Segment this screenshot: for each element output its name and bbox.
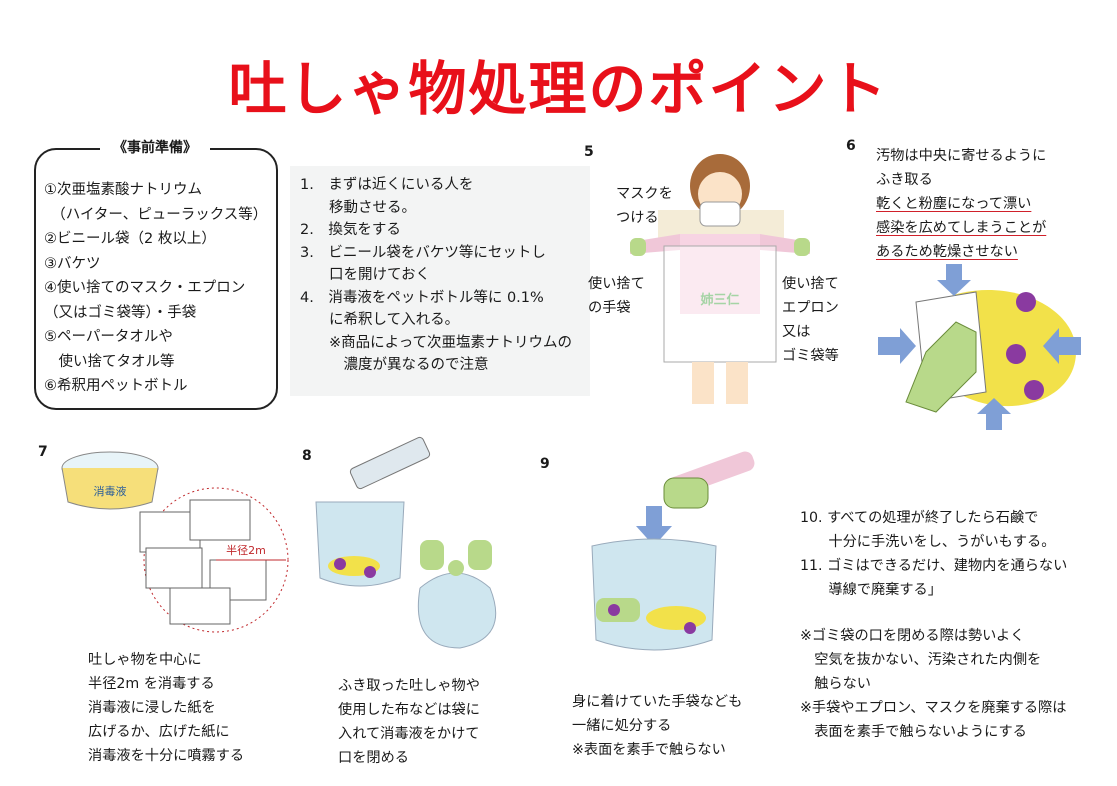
glove-left-icon xyxy=(630,238,646,256)
steps-panel-bg xyxy=(290,166,590,396)
step-10: 10. すべての処理が終了したら石鹸で 十分に手洗いをし、うがいもする。 xyxy=(800,510,1056,550)
wipe-illustration xyxy=(878,264,1081,430)
arrow-up-icon xyxy=(977,398,1011,430)
virus-icon xyxy=(334,558,346,570)
apron-icon xyxy=(663,245,777,363)
paper-icon xyxy=(189,499,251,541)
preparation-heading: 《事前準備》 xyxy=(100,137,210,157)
step-7-number: 7 xyxy=(38,444,48,460)
dispose-illustration xyxy=(591,451,755,651)
arrow-left-icon xyxy=(1043,328,1081,364)
glove-right-icon xyxy=(794,238,810,256)
step-8-text: ふき取った吐しゃ物や 使用した布などは袋に 入れて消毒液をかけて 口を閉める xyxy=(338,678,480,766)
step-7-text: 吐しゃ物を中心に 半径2m を消毒する 消毒液に浸した紙を 広げるか、広げた紙に… xyxy=(88,652,245,764)
person-illustration: 姉三仁 xyxy=(630,154,810,404)
mask-icon xyxy=(699,201,741,227)
leg-right xyxy=(726,362,748,404)
radius-label: 半径2m xyxy=(226,543,266,557)
steps-list: 1. まずは近くにいる人を 移動させる。 2. 換気をする 3. ビニール袋をバ… xyxy=(300,174,600,377)
bucket-icon xyxy=(61,467,159,510)
step-2: 2. 換気をする xyxy=(300,222,401,238)
step-4: 4. 消毒液をペットボトル等に 0.1% に希釈して入れる。 ※商品によって次亜… xyxy=(300,289,572,374)
step-6-number: 6 xyxy=(846,138,856,154)
arrow-right-icon xyxy=(878,328,916,364)
arrow-down-icon xyxy=(636,506,672,546)
vomit-icon xyxy=(646,606,706,630)
leg-left xyxy=(692,362,714,404)
virus-icon xyxy=(1016,292,1036,312)
step-6-text: 汚物は中央に寄せるように ふき取る xyxy=(876,148,1047,188)
step-3: 3. ビニール袋をバケツ等にセットし 口を開けておく xyxy=(300,244,546,284)
step-9-text: 身に着けていた手袋なども 一緒に処分する ※表面を素手で触らない xyxy=(572,694,743,758)
arrow-down-icon xyxy=(937,264,971,296)
note-bag-closing: ※ゴミ袋の口を閉める際は勢いよく 空気を抜かない、汚染された内側を 触らない xyxy=(800,628,1042,692)
virus-icon xyxy=(684,622,696,634)
page-title: 吐しゃ物処理のポイント xyxy=(228,55,889,123)
virus-icon xyxy=(1006,344,1026,364)
step-1: 1. まずは近くにいる人を 移動させる。 xyxy=(300,177,474,216)
step-8-number: 8 xyxy=(302,448,312,464)
glove-icon xyxy=(468,540,492,570)
virus-icon xyxy=(1024,380,1044,400)
glove-icon xyxy=(905,321,977,413)
preparation-list: ①次亜塩素酸ナトリウム （ハイター、ピューラックス等） ②ビニール袋（2 枚以上… xyxy=(44,182,268,394)
bagging-illustration xyxy=(315,436,497,649)
step-5-number: 5 xyxy=(584,144,594,160)
note-disposal: ※手袋やエプロン、マスクを廃棄する際は 表面を素手で触らないようにする xyxy=(800,700,1067,740)
step-11: 11. ゴミはできるだけ、建物内を通らない 導線で廃棄する」 xyxy=(800,558,1068,598)
disinfect-area-illustration: 消毒液 半径2m xyxy=(61,451,289,633)
virus-icon xyxy=(608,604,620,616)
paper-icon xyxy=(169,587,231,625)
step-9-number: 9 xyxy=(540,456,550,472)
glove-icon xyxy=(663,477,709,509)
apron-label: 使い捨て エプロン 又は ゴミ袋等 xyxy=(782,276,839,364)
bottle-icon xyxy=(349,436,431,490)
glove-icon xyxy=(420,540,444,570)
closed-bag-icon xyxy=(417,572,497,649)
mask-label: マスクを つける xyxy=(616,186,673,226)
bag-icon xyxy=(591,538,717,651)
paper-icon xyxy=(145,547,203,589)
knot-icon xyxy=(448,560,464,576)
step-6-warning: 乾くと粉塵になって漂い 感染を広めてしまうことが あるため乾燥させない xyxy=(876,196,1047,260)
virus-icon xyxy=(364,566,376,578)
bucket-label: 消毒液 xyxy=(94,484,127,498)
gloves-label: 使い捨て の手袋 xyxy=(588,276,645,316)
radius-circle xyxy=(143,487,289,633)
